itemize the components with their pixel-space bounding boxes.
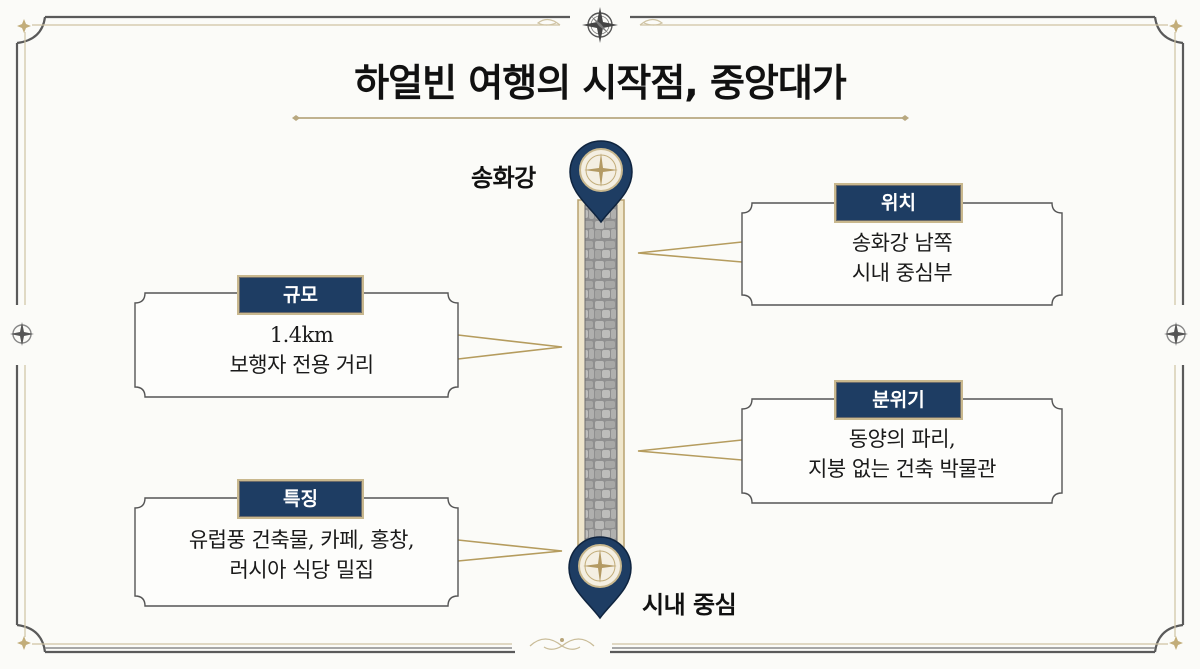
callout-line: 1.4km [269, 323, 334, 347]
callout-line: 동양의 파리, [848, 427, 956, 451]
callout-body: 1.4km 보행자 전용 거리 [135, 320, 468, 380]
compass-rose-icon [10, 322, 34, 346]
callout-body: 송화강 남쪽 시내 중심부 [742, 228, 1062, 288]
compass-rose-icon [1164, 322, 1188, 346]
callout-line: 지붕 없는 건축 박물관 [808, 457, 996, 481]
flourish-ornament [529, 638, 595, 650]
route-end-label: 시내 중심 [642, 591, 737, 619]
callout-body: 동양의 파리, 지붕 없는 건축 박물관 [742, 424, 1062, 484]
callout-line: 송화강 남쪽 [851, 231, 953, 255]
callout-header: 위치 [834, 183, 963, 223]
map-pin-compass-icon [569, 140, 633, 224]
callout-header: 분위기 [834, 380, 963, 420]
map-pin-compass-icon [568, 536, 632, 620]
title-divider [292, 115, 909, 121]
star-ornament-icon [17, 19, 1183, 650]
callout-line: 러시아 식당 밀집 [229, 558, 374, 582]
street-cobblestone [577, 199, 625, 561]
callout-line: 유럽풍 건축물, 카페, 홍창, [188, 528, 415, 552]
callout-line: 시내 중심부 [851, 261, 953, 285]
callout-header: 특징 [237, 479, 364, 519]
page-title: 하얼빈 여행의 시작점, 중앙대가 [354, 61, 847, 105]
route-start-label: 송화강 [471, 164, 536, 192]
callout-body: 유럽풍 건축물, 카페, 홍창, 러시아 식당 밀집 [135, 525, 468, 585]
callout-header: 규모 [237, 275, 364, 315]
callout-line: 보행자 전용 거리 [229, 353, 374, 377]
compass-rose-icon [536, 7, 664, 43]
